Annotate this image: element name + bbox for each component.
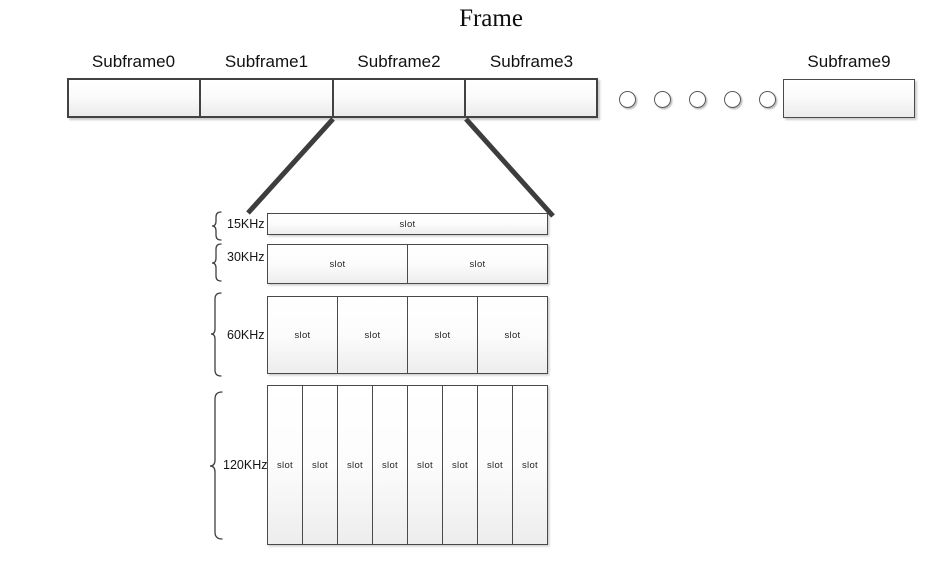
subframe9-label: Subframe9 xyxy=(807,52,891,71)
slot-row-30khz: slot slot xyxy=(267,244,548,284)
ellipsis-dot-icon xyxy=(619,91,636,108)
slot-box: slot xyxy=(372,386,407,544)
subframe2-label: Subframe2 xyxy=(357,52,441,71)
slot-box: slot xyxy=(302,386,337,544)
slot-label: slot xyxy=(347,459,363,471)
slot-label: slot xyxy=(312,459,328,471)
ellipsis-dot-icon xyxy=(654,91,671,108)
slot-box: slot xyxy=(407,245,547,283)
expansion-connector-left-line xyxy=(246,117,335,215)
slot-label: slot xyxy=(434,329,451,341)
scs-120khz-label: 120KHz xyxy=(223,458,268,472)
slot-label: slot xyxy=(469,258,486,270)
scs-60khz-label: 60KHz xyxy=(227,328,265,342)
slot-label: slot xyxy=(399,218,416,230)
slot-box: slot xyxy=(512,386,547,544)
slot-label: slot xyxy=(382,459,398,471)
scs-15khz-label: 15KHz xyxy=(227,217,265,231)
slot-box: slot xyxy=(407,297,477,373)
ellipsis-dot-icon xyxy=(724,91,741,108)
slot-box: slot xyxy=(268,386,302,544)
ellipsis-dots xyxy=(619,91,783,108)
slot-box: slot xyxy=(442,386,477,544)
slot-label: slot xyxy=(452,459,468,471)
slot-label: slot xyxy=(277,459,293,471)
brace-60khz-icon xyxy=(210,292,222,377)
slot-box: slot xyxy=(337,386,372,544)
subframe3-box xyxy=(463,80,596,116)
slot-box: slot xyxy=(268,297,337,373)
slot-label: slot xyxy=(522,459,538,471)
slot-row-120khz: slot slot slot slot slot slot slot slot xyxy=(267,385,548,545)
slot-label: slot xyxy=(364,329,381,341)
slot-box: slot xyxy=(477,297,547,373)
brace-120khz-icon xyxy=(209,391,223,540)
expansion-connector-right-line xyxy=(464,117,555,218)
subframe2-box xyxy=(331,80,464,116)
slot-box: slot xyxy=(477,386,512,544)
slot-row-60khz: slot slot slot slot xyxy=(267,296,548,374)
slot-box: slot xyxy=(268,245,407,283)
diagram-title: Frame xyxy=(459,5,523,32)
frame-bar xyxy=(67,78,598,118)
subframe1-box xyxy=(199,80,331,116)
slot-box: slot xyxy=(268,214,547,234)
brace-15khz-icon xyxy=(211,211,222,241)
slot-label: slot xyxy=(329,258,346,270)
subframe0-box xyxy=(69,80,199,116)
slot-box: slot xyxy=(337,297,407,373)
subframe3-label: Subframe3 xyxy=(489,52,574,71)
scs-30khz-label: 30KHz xyxy=(227,250,265,264)
brace-30khz-icon xyxy=(211,243,222,282)
slot-box: slot xyxy=(407,386,442,544)
subframe0-label: Subframe0 xyxy=(91,52,176,71)
ellipsis-dot-icon xyxy=(689,91,706,108)
ellipsis-dot-icon xyxy=(759,91,776,108)
slot-row-15khz: slot xyxy=(267,213,548,235)
slot-label: slot xyxy=(504,329,521,341)
slot-label: slot xyxy=(487,459,503,471)
slot-label: slot xyxy=(294,329,311,341)
slot-label: slot xyxy=(417,459,433,471)
subframe1-label: Subframe1 xyxy=(224,52,309,71)
subframe9-box xyxy=(783,79,915,118)
